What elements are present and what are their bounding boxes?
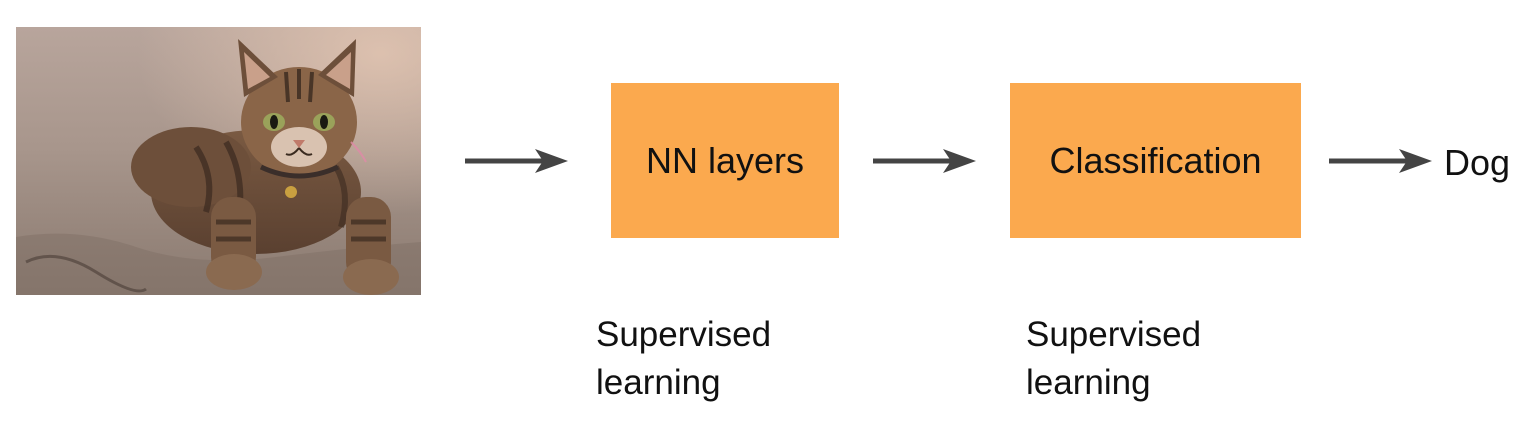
output-label: Dog <box>1444 142 1511 183</box>
nn-layers-label: NN layers <box>645 139 805 181</box>
caption-line-2: learning <box>1026 363 1151 402</box>
arrow-right-icon <box>873 146 978 176</box>
caption-line-1: Supervised <box>1026 315 1202 354</box>
input-cat-image <box>16 27 421 295</box>
arrow-right-icon <box>465 146 570 176</box>
classification-label: Classification <box>1049 139 1262 181</box>
caption-line-1: Supervised <box>596 315 772 354</box>
classification-box: Classification <box>1010 83 1301 238</box>
arrow-right-icon <box>1329 146 1434 176</box>
caption-line-2: learning <box>596 363 721 402</box>
nn-layers-box: NN layers <box>611 83 839 238</box>
caption-classification: Supervised learning <box>1026 311 1201 407</box>
caption-nn-layers: Supervised learning <box>596 311 771 407</box>
cat-illustration <box>16 27 421 295</box>
